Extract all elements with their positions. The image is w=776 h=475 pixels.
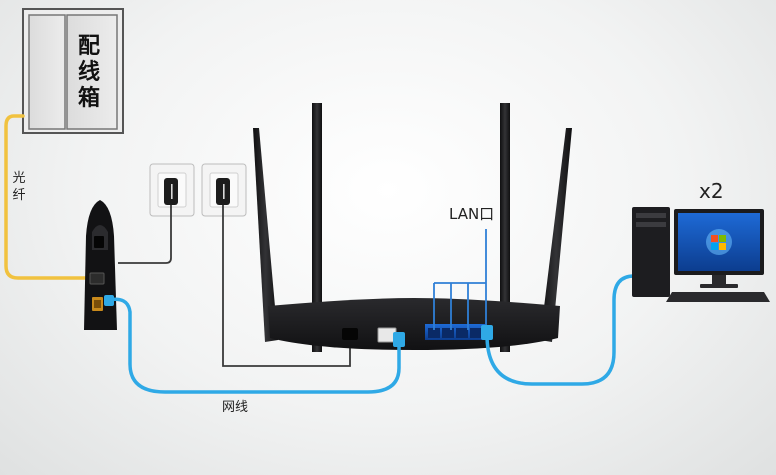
computer-count-label: x2 [699, 179, 724, 203]
fiber-modem [84, 200, 117, 330]
cable-plugs [104, 295, 493, 347]
fiber-label: 光 纤 [11, 170, 27, 204]
fiber-label-char-2: 纤 [12, 188, 26, 203]
router-power-cord [222, 205, 351, 367]
lan-port-callout [433, 229, 487, 330]
network-cable-label: 网线 [222, 400, 249, 415]
power-outlet-left [149, 163, 195, 217]
desktop-computer [632, 207, 770, 302]
network-cable-modem-to-router [106, 297, 401, 394]
distribution-box-label: 配 线 箱 [74, 34, 104, 112]
distribution-box-char-3: 箱 [77, 86, 100, 111]
lan-port-label: LAN口 [449, 205, 495, 223]
distribution-box [22, 8, 124, 134]
router-antennas [253, 103, 572, 352]
distribution-box-char-1: 配 [77, 34, 100, 59]
network-cable-router-to-computer [485, 274, 636, 386]
modem-power-cord [118, 205, 172, 264]
fiber-cable [4, 114, 88, 280]
wireless-router [268, 298, 560, 350]
distribution-box-char-2: 线 [77, 60, 100, 85]
fiber-label-char-1: 光 [12, 171, 26, 186]
power-outlet-right [201, 163, 247, 217]
